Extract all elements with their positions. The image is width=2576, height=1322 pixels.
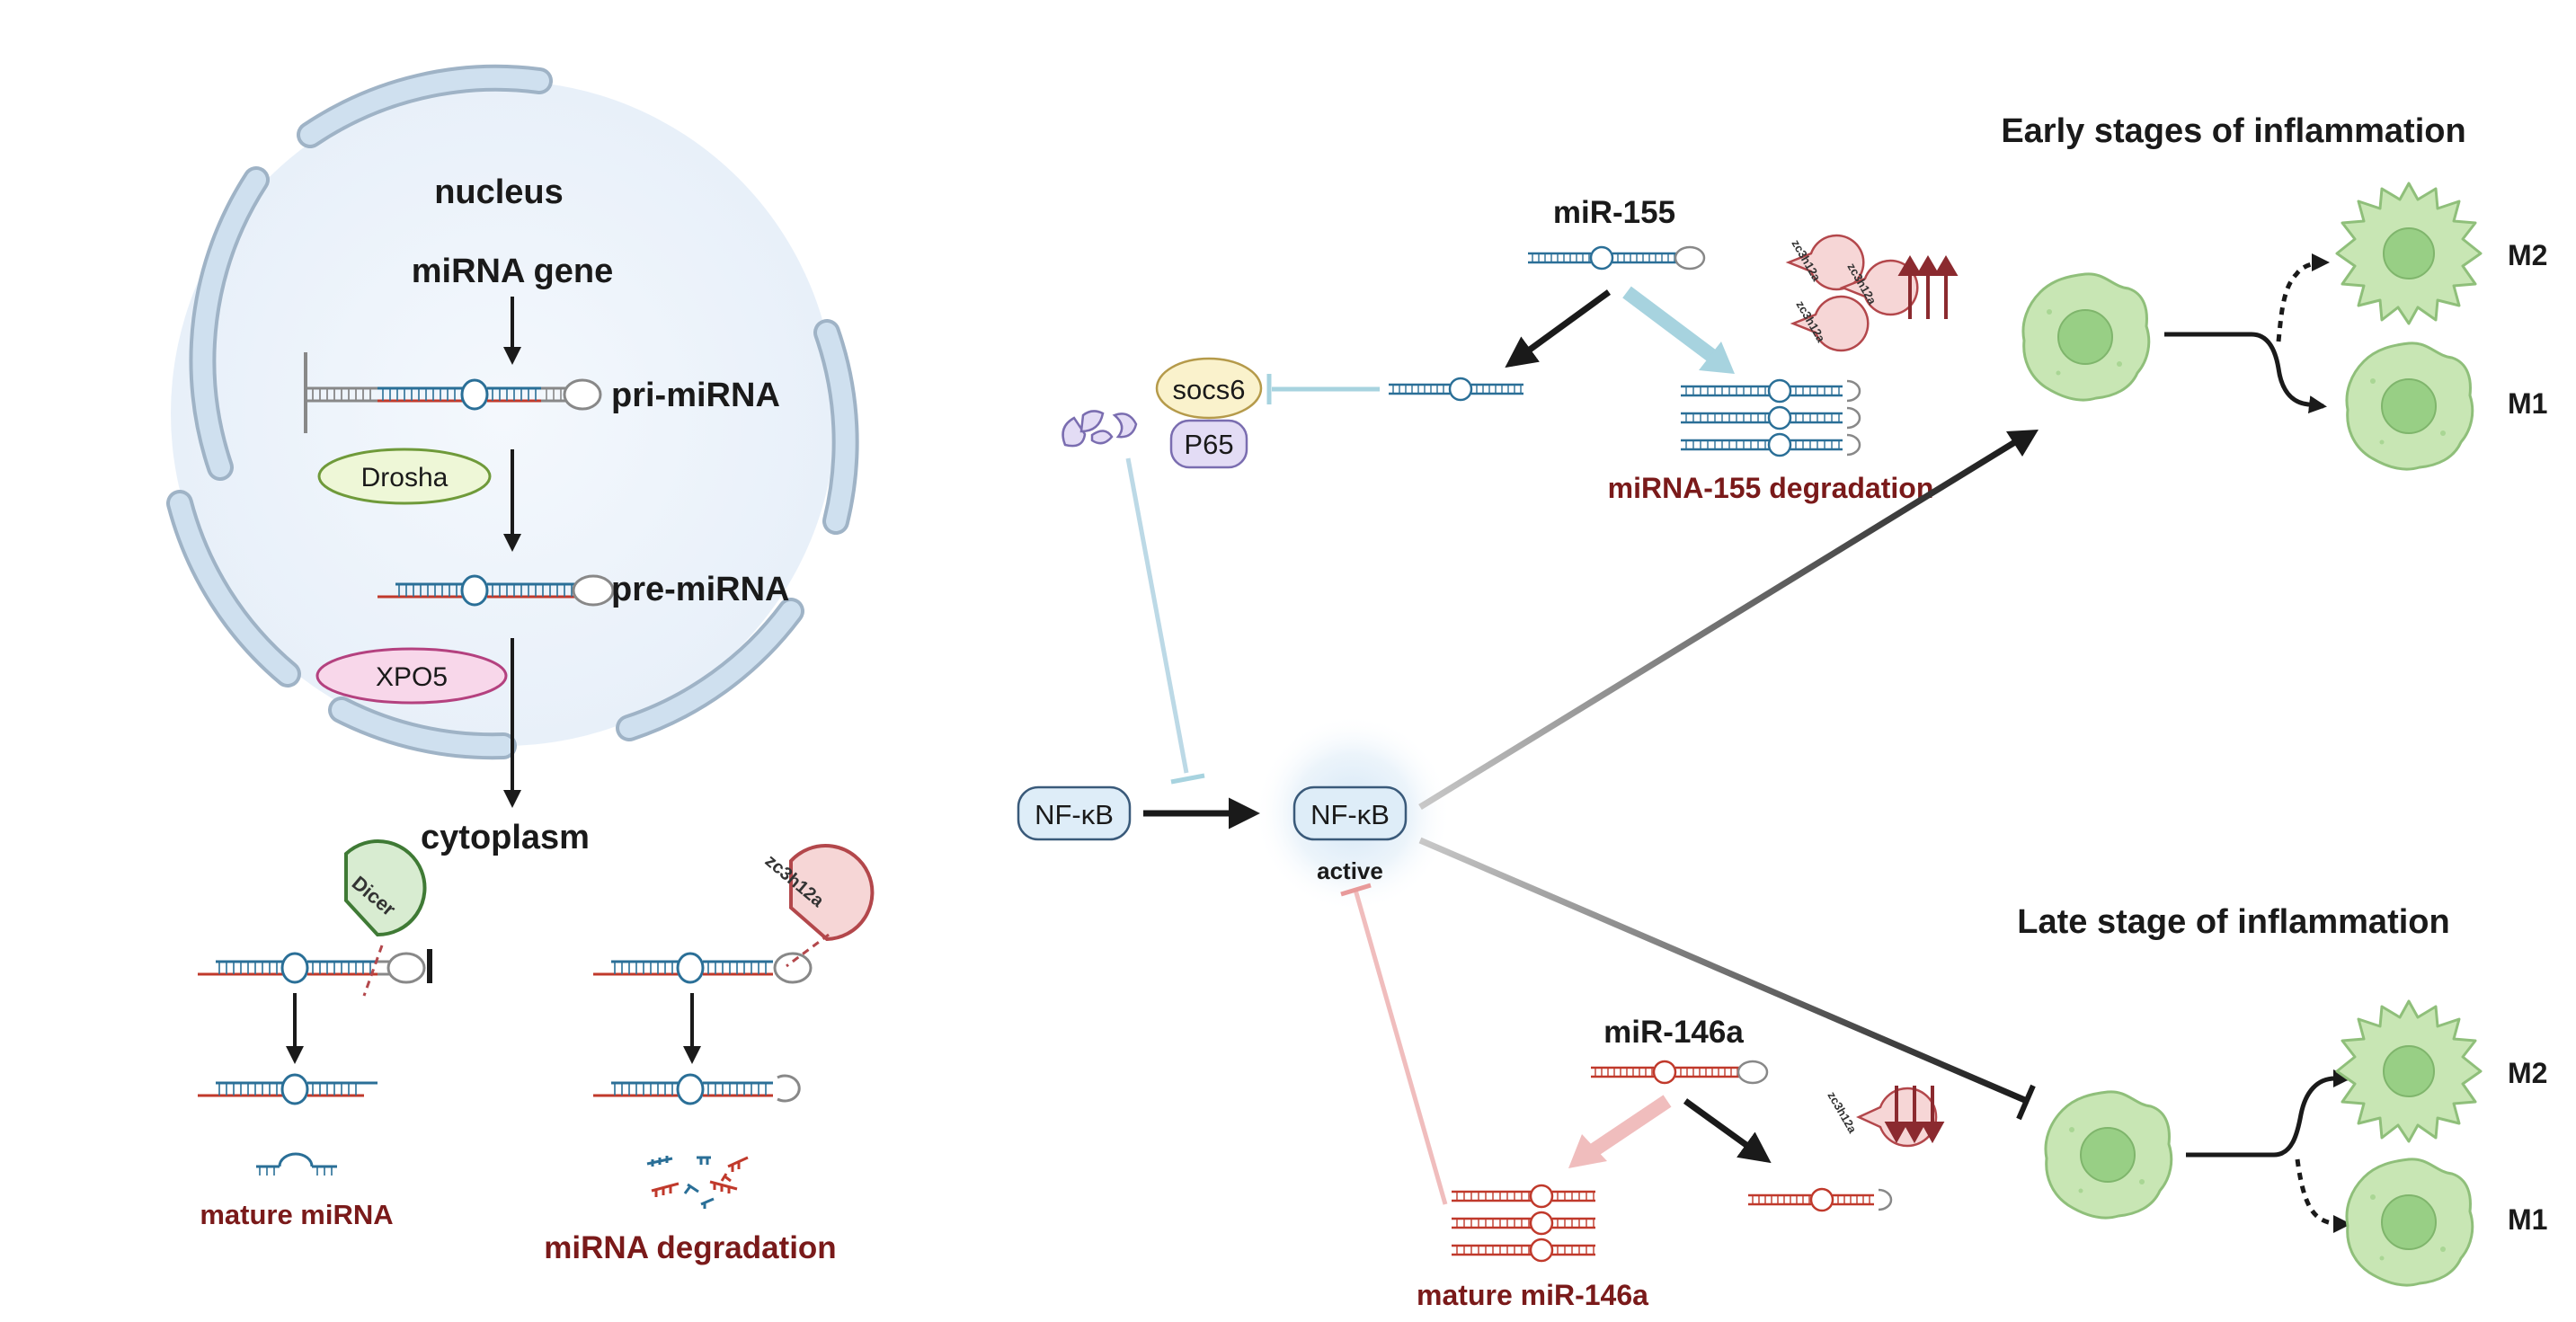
- inhibition-bar-late-stage: [2016, 1084, 2036, 1121]
- early-to-m1-arrow: [2164, 332, 2327, 414]
- m2-macrophage-late: [2335, 999, 2483, 1143]
- mature-mirna-strand: [256, 1152, 337, 1176]
- inhibition-bar-nfkb-active: [1340, 883, 1372, 897]
- mir155-to-degradation-arrow: [1622, 286, 1721, 366]
- zc3h12a-downregulated: zc3h12a: [1825, 1087, 1938, 1148]
- mir155-hairpin: [1528, 245, 1706, 271]
- pre-mirna-label: pre-miRNA: [611, 571, 789, 608]
- p65-protein: [1169, 419, 1248, 469]
- m1-macrophage-early: [2345, 342, 2474, 471]
- cytoplasm-label: cytoplasm: [421, 819, 590, 856]
- nfkb-to-early-stage: [1418, 438, 2020, 810]
- m1-label-late: M1: [2508, 1203, 2547, 1236]
- mirna155-degradation-label: miRNA-155 degradation: [1608, 472, 1934, 504]
- nfkb-active-label: NF-κB: [1310, 799, 1390, 830]
- m1-macrophage-late: [2345, 1158, 2474, 1287]
- m2-label-late: M2: [2508, 1057, 2547, 1089]
- early-stage-arrowhead: [2006, 430, 2039, 457]
- mirna155-degradation-stack: [1681, 378, 1861, 457]
- macrophage-late: [2044, 1090, 2173, 1220]
- mir155-label: miR-155: [1553, 195, 1675, 230]
- complex-inhibits-nfkb: [1125, 457, 1189, 774]
- mir146a-label: miR-146a: [1603, 1015, 1744, 1050]
- zc3h12a-enzyme: zc3h12a: [761, 844, 875, 942]
- mir146a-to-mature-arrow: [1586, 1095, 1672, 1158]
- p65-label: P65: [1184, 429, 1233, 460]
- m2-label-early: M2: [2508, 239, 2547, 271]
- mature-mir146a-label: mature miR-146a: [1417, 1279, 1648, 1311]
- mature-arrowhead: [1568, 1134, 1607, 1168]
- dicer-substrate-hairpin: [198, 945, 426, 997]
- late-to-m1-arrow: [2295, 1158, 2351, 1233]
- xpo5-exportin: [315, 647, 508, 705]
- late-to-m2-arrow: [2186, 1069, 2351, 1158]
- drosha-enzyme: [317, 448, 492, 505]
- degraded-complex: [1061, 410, 1138, 448]
- macrophage-early: [2021, 272, 2151, 402]
- nucleus-label: nucleus: [434, 173, 564, 211]
- mir146a-to-degraded-arrow: [1683, 1098, 1772, 1164]
- early-to-m2-arrow: [2276, 253, 2330, 342]
- mature-mirna-label: mature miRNA: [200, 1199, 393, 1230]
- nfkb-active: [1292, 785, 1408, 841]
- early-stage-title: Early stages of inflammation: [2001, 112, 2465, 150]
- nfkb-label: NF-κB: [1035, 799, 1114, 830]
- late-stage-title: Late stage of inflammation: [2017, 903, 2449, 941]
- mature-mir146a-stack: [1452, 1184, 1595, 1263]
- mirna-degradation-label: miRNA degradation: [544, 1230, 836, 1265]
- mir146a-hairpin: [1591, 1060, 1769, 1085]
- mirna-duplex: [198, 1073, 378, 1105]
- mir146a-degraded: [1748, 1187, 1893, 1212]
- mir146a-inhibits-nfkb: [1353, 889, 1448, 1205]
- nfkb-inhibits-late-stage: [1418, 837, 2029, 1105]
- dicer-enzyme: Dicer: [344, 839, 427, 937]
- downregulation-arrows: [1884, 1086, 1945, 1144]
- pri-mirna-label: pri-miRNA: [611, 377, 780, 414]
- cleaved-hairpin: [593, 1073, 801, 1105]
- mature-mir155: [1389, 377, 1523, 402]
- zc3h12a-substrate-hairpin: [593, 933, 830, 984]
- mirna-gene-label: miRNA gene: [412, 253, 614, 290]
- nucleus-region: [166, 64, 859, 760]
- mir155-to-mature-arrow: [1505, 289, 1612, 368]
- upregulation-arrows: [1897, 255, 1959, 319]
- zc3h12a-cluster-upregulated: zc3h12a zc3h12a zc3h12a: [1785, 234, 1919, 352]
- m2-macrophage-early: [2335, 182, 2483, 325]
- drosha-label: Drosha: [361, 463, 449, 492]
- m1-label-early: M1: [2508, 387, 2547, 420]
- socs6-label: socs6: [1173, 374, 1246, 405]
- degradation-arrowhead: [1699, 342, 1735, 374]
- degraded-fragments: [646, 1156, 749, 1209]
- zc3h12a-small-label-4: zc3h12a: [1825, 1089, 1860, 1136]
- pre-mirna-hairpin: [378, 574, 615, 607]
- xpo5-label: XPO5: [376, 662, 448, 692]
- socs6-protein: [1155, 357, 1263, 420]
- inhibition-bar-nfkb: [1170, 773, 1205, 785]
- pri-mirna-hairpin: [304, 352, 602, 433]
- nfkb-inactive: [1017, 785, 1132, 841]
- active-label: active: [1317, 857, 1383, 884]
